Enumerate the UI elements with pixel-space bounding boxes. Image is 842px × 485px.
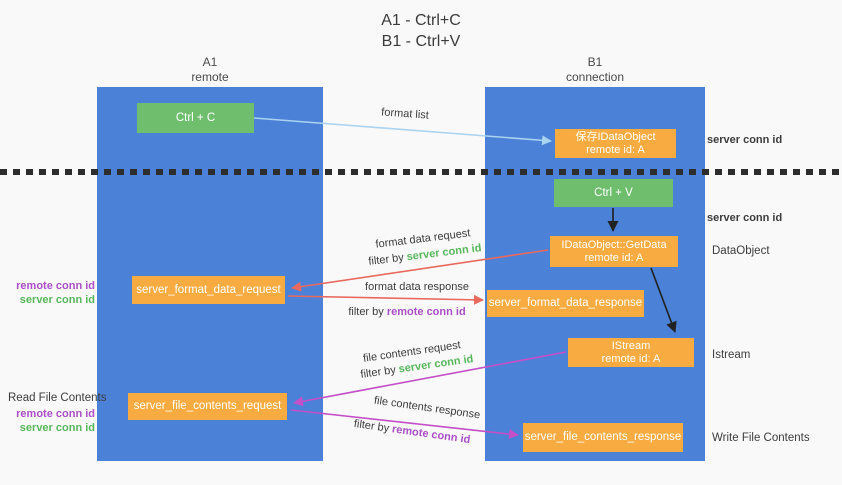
dataobject-label: DataObject: [712, 245, 770, 257]
server-conn-id-label-mid: server conn id: [707, 212, 783, 224]
istream-box: IStream remote id: A: [568, 338, 694, 367]
server-conn-id-label-top: server conn id: [707, 134, 783, 146]
format-data-response-arrow: [287, 294, 484, 305]
lifeline-b1-role: connection: [565, 70, 625, 84]
server-conn-id-label: server conn id: [19, 294, 95, 306]
file-contents-response-arrow: [290, 409, 519, 439]
title-line-2: B1 - Ctrl+V: [381, 33, 461, 50]
remote-conn-id-label: remote conn id: [16, 280, 95, 292]
format-data-response-label: format data response: [365, 281, 469, 293]
istream-line2: remote id: A: [601, 352, 661, 365]
server-format-data-response-label: server_format_data_response: [488, 297, 643, 309]
remote-conn-id-value: remote conn id: [386, 306, 466, 318]
save-dataobject-box: 保存IDataObject remote id: A: [555, 129, 676, 158]
getdata-line2: remote id: A: [584, 251, 644, 264]
server-conn-id-label: server conn id: [19, 422, 95, 434]
format-data-response-filter-label: filter by remote conn id: [347, 306, 467, 319]
lifeline-a1-name: A1: [202, 55, 218, 69]
save-dataobject-line2: remote id: A: [586, 143, 645, 156]
istream-line1: IStream: [611, 339, 651, 352]
save-dataobject-line1: 保存IDataObject: [575, 130, 656, 143]
server-file-contents-request-label: server_file_contents_request: [133, 400, 282, 412]
format-data-request-arrow: [291, 249, 549, 292]
read-file-contents-label: Read File Contents: [8, 392, 107, 404]
ctrl-c-box: Ctrl + C: [137, 103, 254, 133]
filter-by-prefix: filter by: [348, 306, 387, 318]
getdata-line1: IDataObject::GetData: [561, 238, 667, 251]
title-line-1: A1 - Ctrl+C: [381, 12, 461, 29]
left-conn-id-group-1: remote conn id server conn id: [0, 279, 95, 307]
ctrl-v-box: Ctrl + V: [554, 179, 673, 207]
dotted-divider: [0, 169, 842, 175]
istream-side-label: Istream: [712, 349, 751, 361]
lifeline-a1-role: remote: [191, 70, 229, 84]
diagram-title: A1 - Ctrl+C B1 - Ctrl+V: [0, 10, 842, 52]
remote-conn-id-label: remote conn id: [16, 408, 95, 420]
getdata-box: IDataObject::GetData remote id: A: [550, 236, 678, 267]
left-conn-id-group-2: remote conn id server conn id: [0, 407, 95, 435]
server-format-data-request-label: server_format_data_request: [136, 283, 281, 296]
format-list-arrow: [253, 117, 552, 146]
server-file-contents-response-box: server_file_contents_response: [523, 423, 683, 452]
server-format-data-request-box: server_format_data_request: [132, 276, 285, 304]
write-file-contents-label: Write File Contents: [712, 432, 810, 444]
lifeline-header-b1: B1 connection: [515, 55, 675, 85]
lifeline-b1-name: B1: [587, 55, 603, 69]
ctrl-v-label: Ctrl + V: [594, 186, 633, 199]
server-file-contents-request-box: server_file_contents_request: [128, 393, 287, 420]
server-file-contents-response-label: server_file_contents_response: [524, 431, 682, 443]
server-format-data-response-box: server_format_data_response: [487, 290, 644, 317]
ctrl-c-label: Ctrl + C: [175, 111, 216, 124]
lifeline-header-a1: A1 remote: [130, 55, 290, 85]
file-contents-request-arrow: [293, 351, 567, 407]
getdata-to-istream-arrow: [650, 267, 677, 333]
